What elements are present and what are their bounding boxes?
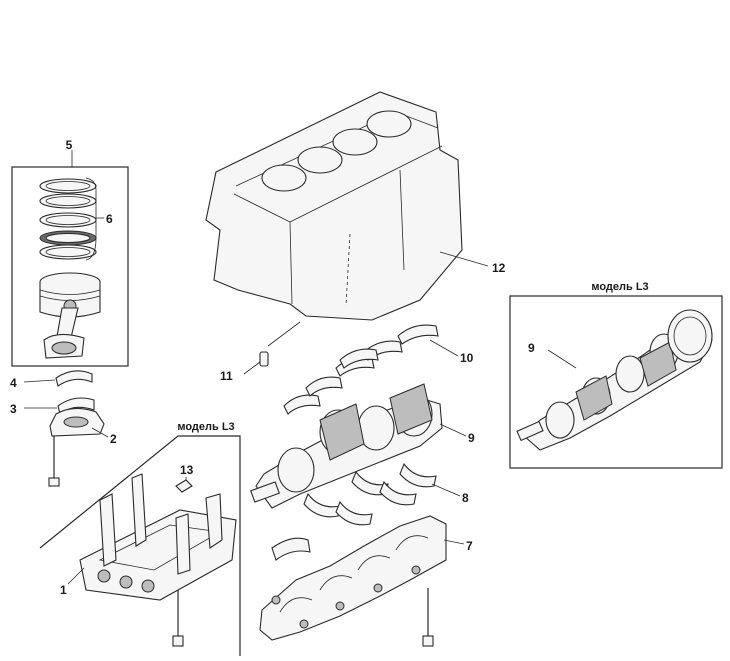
piston (39, 272, 101, 318)
leader-9 (439, 423, 467, 437)
label-4: 4 (10, 376, 17, 390)
leader-10 (429, 339, 459, 357)
label-3: 3 (10, 402, 17, 416)
bedplate (79, 473, 237, 601)
label-2: 2 (110, 432, 117, 446)
label-11: 11 (220, 369, 233, 383)
label-1: 1 (60, 583, 67, 597)
crankshaft-inset: модель L3 9 (509, 281, 723, 469)
leader-2 (91, 427, 109, 438)
piston-inset: 5 6 (11, 138, 129, 367)
ring-bracket (85, 177, 97, 261)
upper-main-bearings: 10 (283, 324, 474, 415)
rod-bearing-upper (55, 370, 93, 387)
label-12: 12 (492, 261, 506, 275)
connecting-rod (43, 307, 85, 359)
bedplate-inset: модель L3 1 13 (39, 421, 241, 656)
leader-1 (67, 567, 85, 585)
piston-inset-frame (11, 166, 129, 367)
leader-8 (431, 483, 461, 497)
lower-main-bearings: 8 (303, 462, 469, 526)
label-9: 9 (468, 431, 475, 445)
dowel-pin: 11 (220, 321, 301, 383)
piston-rings (39, 178, 97, 260)
leader-9-inset (547, 349, 577, 369)
label-9-inset: 9 (528, 341, 535, 355)
bedplate-inset-frame (39, 435, 241, 656)
leader-11 (243, 361, 261, 375)
label-7: 7 (466, 539, 473, 553)
leader-12 (439, 251, 489, 267)
cylinder-block: 12 (205, 91, 506, 321)
main-bearing-caps: 7 (259, 515, 473, 647)
label-6: 6 (106, 212, 113, 226)
label-13: 13 (180, 463, 194, 477)
rod-bearings-and-cap: 4 3 2 (10, 370, 117, 487)
label-10: 10 (460, 351, 474, 365)
leader-4 (23, 379, 56, 383)
crankshaft-inset-frame (509, 295, 723, 469)
bedplate-gasket (175, 479, 193, 493)
bedplate-caption: модель L3 (177, 421, 234, 433)
label-8: 8 (462, 491, 469, 505)
crankshaft-l3 (516, 309, 713, 451)
crankshaft-caption: модель L3 (591, 281, 648, 293)
label-5: 5 (66, 138, 73, 152)
crankshaft: 9 (250, 383, 475, 509)
leader-7 (443, 539, 465, 545)
